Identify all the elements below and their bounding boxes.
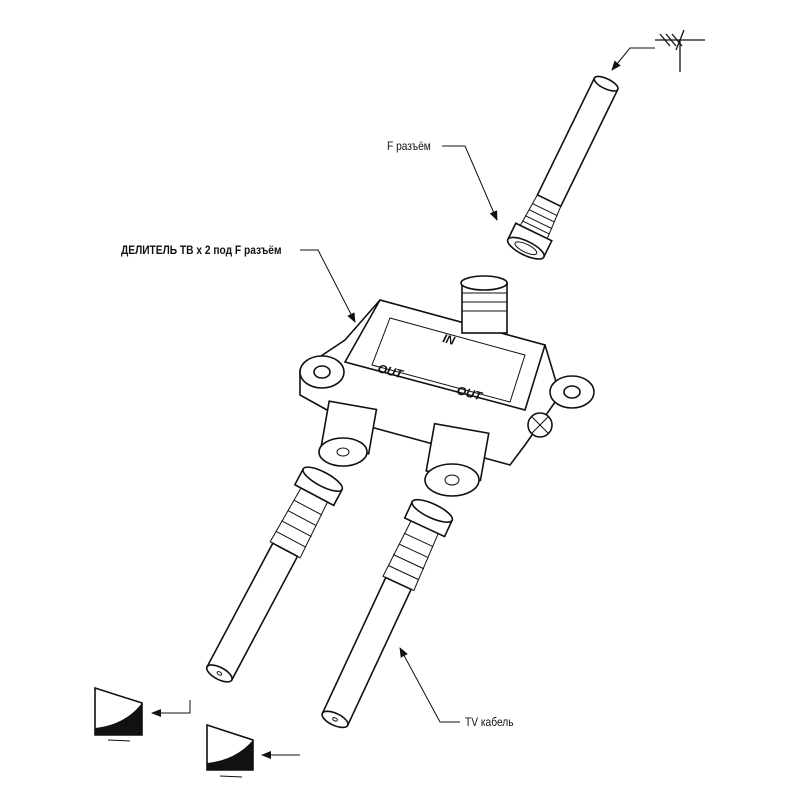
antenna-arrow [611,47,655,71]
output-cable-left [205,466,344,683]
splitter-pointer [300,249,356,323]
antenna-icon [655,29,705,72]
output-cable-right [321,498,454,729]
tv-arrow-left [151,700,191,717]
tv-cable-pointer [399,647,460,723]
input-cable [506,75,619,260]
splitter [299,275,595,497]
tv-cable-label: TV кабель [465,715,514,729]
f-connector-pointer [442,145,498,221]
tv-icon [94,686,143,742]
f-connector-label: F разъём [387,139,431,153]
tv-icon [206,723,254,778]
splitter-label: ДЕЛИТЕЛЬ ТВ x 2 под F разъём [121,243,282,257]
